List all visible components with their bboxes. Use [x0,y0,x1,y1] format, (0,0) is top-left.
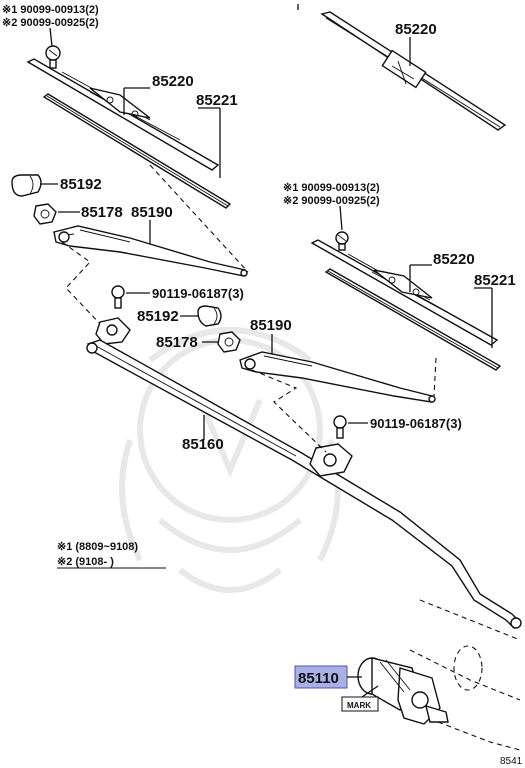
leader-screw-top-left [49,27,53,47]
wiper-motor[interactable] [357,657,449,725]
dash-arm-to-pivot-left [61,241,103,327]
dash-panel-bottom [437,721,521,751]
corner-code: 8541 [500,756,523,767]
label-arm-left: 85190 [131,204,173,221]
note-top-left-2: ※2 90099-00925(2) [2,17,99,29]
note-mid-right-1: ※1 90099-00913(2) [283,182,380,194]
mark-box [341,696,379,712]
cap-left[interactable] [11,174,42,197]
dash-blade-to-arm-left [149,164,249,273]
refill-right[interactable] [324,268,502,371]
cap-mid[interactable] [197,305,222,327]
label-bolt-right: 90119-06187(3) [370,416,462,431]
blade-right[interactable] [310,239,499,346]
nut-mid[interactable] [217,331,241,353]
note-mid-right-2: ※2 90099-00925(2) [283,195,380,207]
legend-line-2: ※2 (9108- ) [57,556,114,568]
leader-mark [361,685,379,698]
label-nut-mid: 85178 [156,334,198,351]
screw-top-left[interactable] [45,45,61,69]
dash-blade-to-arm-right [433,357,437,397]
label-blade-left: 85220 [152,73,194,90]
bolt-right[interactable] [333,415,347,439]
dash-panel-mid [409,649,521,701]
link-rod[interactable] [86,339,522,629]
dash-hole [453,645,483,691]
label-refill-right: 85221 [474,272,516,289]
label-arm-right: 85190 [250,317,292,334]
label-blade-top-right: 85220 [395,21,437,38]
label-motor[interactable]: 85110 [298,670,339,687]
label-refill-left: 85221 [196,92,238,109]
label-blade-right: 85220 [433,251,475,268]
label-nut-left: 85178 [81,204,123,221]
pivot-left[interactable] [95,317,131,345]
leader-screw-mid-right [339,205,343,231]
arm-left[interactable] [53,225,248,277]
nut-left[interactable] [33,203,57,225]
label-cap-mid: 85192 [137,308,179,325]
label-link: 85160 [182,436,224,453]
label-cap-left: 85192 [60,176,102,193]
mark-label: MARK [347,701,371,710]
legend-line-1: ※1 (8809~9108) [57,541,138,553]
dash-arm-to-pivot-right [251,369,327,453]
screw-mid-right[interactable] [335,231,349,251]
bolt-left[interactable] [111,285,125,309]
pivot-right[interactable] [309,443,353,477]
arm-right[interactable] [239,351,436,403]
blade-left[interactable] [26,58,220,171]
refill-left[interactable] [42,93,232,209]
blade-top-right[interactable] [320,11,507,131]
label-bolt-left: 90119-06187(3) [152,286,244,301]
date-legend: ※1 (8809~9108) ※2 (9108- ) [57,541,166,569]
note-top-left-1: ※1 90099-00913(2) [2,4,99,16]
